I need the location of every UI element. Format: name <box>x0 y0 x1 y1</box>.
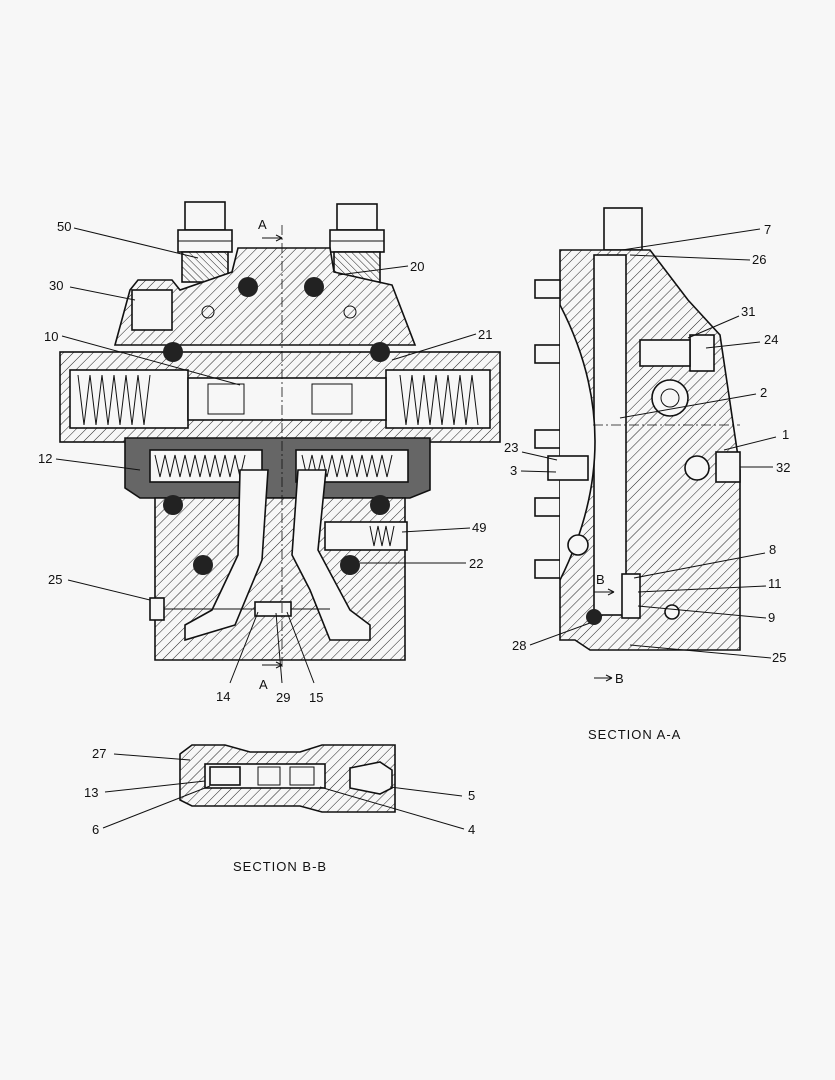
bolt <box>370 342 390 362</box>
callout-25: 25 <box>48 572 62 587</box>
callout-12: 12 <box>38 451 52 466</box>
callout-7: 7 <box>764 222 771 237</box>
callout-13: 13 <box>84 785 98 800</box>
end-cap-bb <box>349 761 393 795</box>
callout-49: 49 <box>472 520 486 535</box>
callout-22: 22 <box>469 556 483 571</box>
upper-housing <box>113 247 417 346</box>
section-arrow-bottom <box>262 661 283 669</box>
callout-10: 10 <box>44 329 58 344</box>
pivot-boss <box>651 379 689 417</box>
spring-left <box>77 374 151 426</box>
section-bb-title: SECTION B-B <box>233 859 327 874</box>
bolt <box>163 495 183 515</box>
check-plug <box>149 597 165 621</box>
spool <box>187 377 387 421</box>
callout-32: 32 <box>776 460 790 475</box>
callout-23: 23 <box>504 440 518 455</box>
section-arrow-top <box>262 234 283 242</box>
callout-26: 26 <box>752 252 766 267</box>
section-mark-b-top: B <box>596 572 605 587</box>
callout-8: 8 <box>769 542 776 557</box>
callout-50: 50 <box>57 219 71 234</box>
port-hole <box>343 305 357 319</box>
callout-9: 9 <box>768 610 775 625</box>
bolt <box>370 495 390 515</box>
callout-21: 21 <box>478 327 492 342</box>
spool-bore <box>593 254 627 616</box>
main-view: A A 50 30 20 10 21 12 49 25 22 14 29 15 <box>38 201 501 705</box>
section-bb-view: 27 13 6 5 4 SECTION B-B <box>84 744 475 874</box>
top-fitting-left <box>177 201 233 283</box>
callout-6: 6 <box>92 822 99 837</box>
bolt <box>304 277 324 297</box>
callout-29: 29 <box>276 690 290 705</box>
section-aa-view: B B 7 26 31 24 2 1 23 3 32 8 11 9 28 25 … <box>504 207 790 742</box>
callout-15: 15 <box>309 690 323 705</box>
section-arrow-b-bottom <box>594 674 613 682</box>
bolt <box>163 342 183 362</box>
bolt <box>340 555 360 575</box>
plug-left <box>131 289 173 331</box>
callout-31: 31 <box>741 304 755 319</box>
callout-27: 27 <box>92 746 106 761</box>
port-hole <box>201 305 215 319</box>
spring-right <box>399 374 479 426</box>
section-mark-a-bottom: A <box>259 677 268 692</box>
relief-valve <box>324 521 408 551</box>
section-mark-a-top: A <box>258 217 267 232</box>
section-arrow-b-top <box>594 588 615 596</box>
callout-30: 30 <box>49 278 63 293</box>
port <box>684 455 710 481</box>
bolt <box>238 277 258 297</box>
callout-25-aa: 25 <box>772 650 786 665</box>
callout-4: 4 <box>468 822 475 837</box>
callout-1: 1 <box>782 427 789 442</box>
section-mark-b-bottom: B <box>615 671 624 686</box>
callout-24: 24 <box>764 332 778 347</box>
section-aa-title: SECTION A-A <box>588 727 681 742</box>
callout-14: 14 <box>216 689 230 704</box>
callout-2: 2 <box>760 385 767 400</box>
callout-5: 5 <box>468 788 475 803</box>
passage-right <box>291 469 371 641</box>
passage-left <box>184 469 269 642</box>
bolt <box>193 555 213 575</box>
callout-20: 20 <box>410 259 424 274</box>
callout-11: 11 <box>768 576 782 591</box>
callout-3: 3 <box>510 463 517 478</box>
callout-28: 28 <box>512 638 526 653</box>
